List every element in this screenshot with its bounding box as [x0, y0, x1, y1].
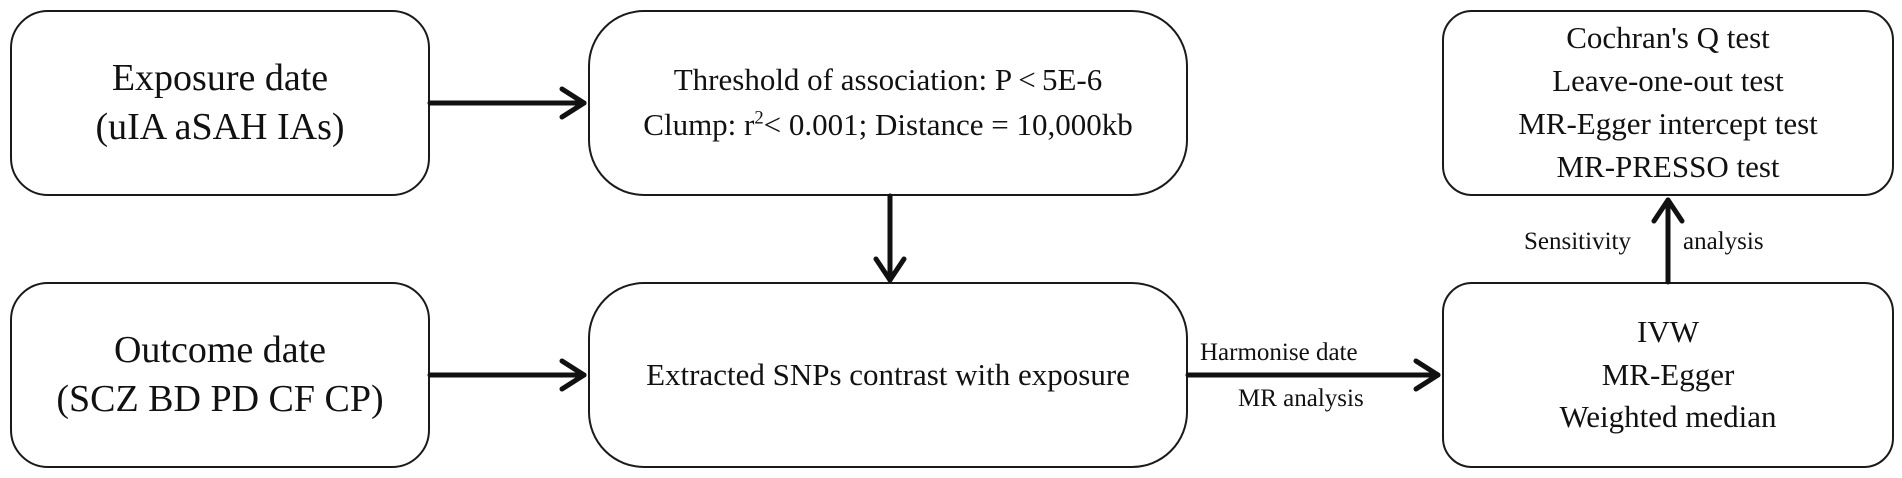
- harmonise-data-label: Harmonise date: [1200, 339, 1358, 366]
- sensitivity-test-item: MR-Egger intercept test: [1518, 106, 1818, 141]
- clump-superscript: 2: [754, 107, 764, 129]
- clump-text: Clump: r2< 0.001; Distance = 10,000kb: [643, 103, 1132, 148]
- clump-prefix: Clump: r: [643, 107, 755, 142]
- clump-suffix: < 0.001; Distance = 10,000kb: [763, 107, 1133, 142]
- arrowhead-threshold-to-extracted: [873, 256, 907, 283]
- sensitivity-tests-box: Cochran's Q test Leave-one-out test MR-E…: [1442, 10, 1894, 196]
- exposure-title: Exposure date: [111, 56, 329, 99]
- arrowhead-extracted-to-methods: [1413, 358, 1441, 392]
- mr-methods-box: IVW MR-Egger Weighted median: [1442, 282, 1894, 468]
- sensitivity-test-item: Cochran's Q test: [1566, 20, 1770, 56]
- mr-method-item: IVW: [1637, 313, 1699, 349]
- sensitivity-test-item: Leave-one-out test: [1552, 63, 1784, 99]
- mr-method-item: Weighted median: [1559, 399, 1777, 435]
- sensitivity-test-item: MR-PRESSO test: [1556, 148, 1780, 184]
- threshold-box: Threshold of association: P < 5E-6 Clump…: [588, 10, 1188, 196]
- arrowhead-outcome-to-extracted: [559, 358, 587, 392]
- arrowhead-exposure-to-threshold: [559, 86, 587, 120]
- extracted-snps-text: Extracted SNPs contrast with exposure: [646, 357, 1130, 392]
- extracted-snps-box: Extracted SNPs contrast with exposure: [588, 282, 1188, 468]
- mr-analysis-label: MR analysis: [1238, 385, 1364, 412]
- outcome-subtitle: (SCZ BD PD CF CP): [56, 378, 384, 420]
- sensitivity-label-part1: Sensitivity: [1524, 228, 1631, 255]
- exposure-data-box: Exposure date (uIA aSAH IAs): [10, 10, 430, 196]
- arrowhead-methods-to-sensitivity: [1651, 197, 1685, 224]
- sensitivity-label-part2: analysis: [1683, 228, 1764, 255]
- threshold-association-text: Threshold of association: P < 5E-6: [673, 62, 1103, 98]
- outcome-data-box: Outcome date (SCZ BD PD CF CP): [10, 282, 430, 468]
- exposure-subtitle: (uIA aSAH IAs): [95, 106, 345, 148]
- mr-method-item: MR-Egger: [1601, 356, 1735, 392]
- outcome-title: Outcome date: [113, 328, 327, 371]
